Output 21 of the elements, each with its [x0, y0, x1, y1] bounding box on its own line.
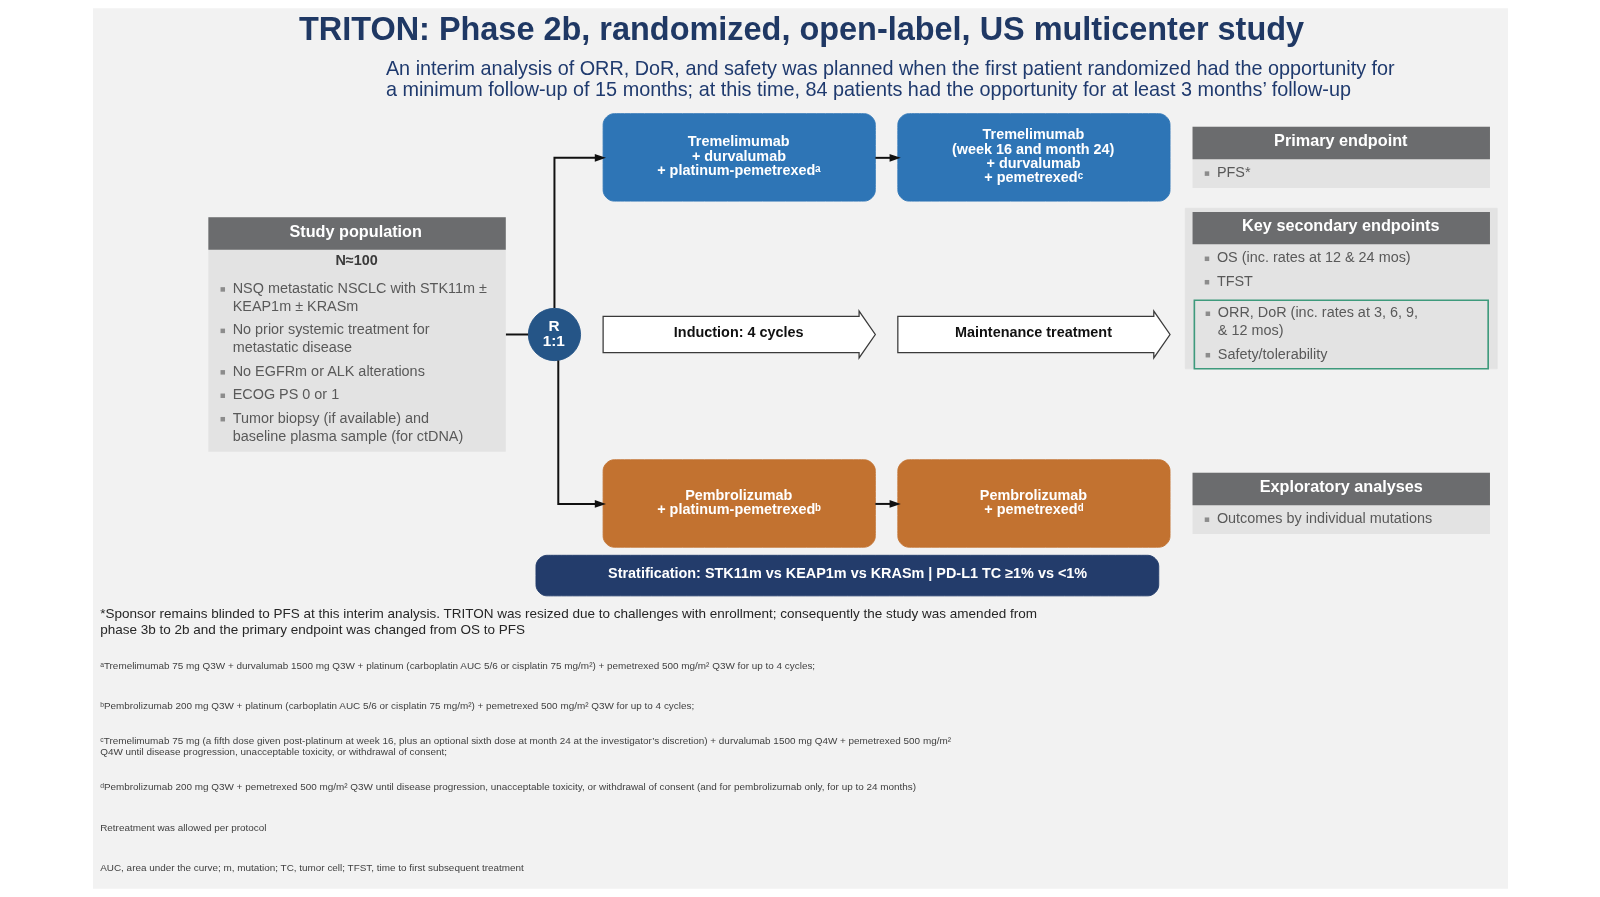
node-box: ORR, DoR (inc. rates at 3, 6, 9, & 12 mos) Safety/tolerability	[1193, 299, 1489, 370]
label: Retreatment was allowed per protocol	[99, 821, 267, 833]
label: ᵃTremelimumab 75 mg Q3W + durvalumab 1500 mg Q3W + platinum (carboplatin AUC 5/6 or cisplatin 75 mg/m²) + pemetrexed 500 mg/m² Q3W for up to 4 cycles;	[99, 659, 815, 671]
label: ᵇPembrolizumab 200 mg Q3W + platinum (carboplatin AUC 5/6 or cisplatin 75 mg/m²) + pemetrexed 500 mg/m² Q3W for up to 4 cycles;	[99, 700, 694, 712]
label: An interim analysis of ORR, DoR, and safety was planned when the first patient randomized had the opportunity for a minimum follow-up of 15 months; at this time, 84 patients had the opportunity for at least 3 months’ follow-up	[385, 56, 1395, 101]
node-box: Tremelimumab (week 16 and month 24) + durvalumab + pemetrexedᶜ	[896, 113, 1170, 202]
arrow	[873, 500, 901, 508]
label: *Sponsor remains blinded to PFS at this interim analysis. TRITON was resized due to challenges with enrollment; consequently the study was amended from phase 3b to 2b and the primary endpoint was changed from OS to PFS	[99, 606, 1037, 637]
diagram-title: TRITON: Phase 2b, randomized, open-label, US multicenter study	[298, 11, 1304, 48]
node-box: Pembrolizumab + platinum-pemetrexedᵇ	[602, 459, 876, 548]
node-box: Pembrolizumab + pemetrexedᵈ	[896, 459, 1170, 548]
node-box: Stratification: STK11m vs KEAP1m vs KRASm | PD-L1 TC ≥1% vs <1%	[535, 554, 1159, 597]
node-box: Tremelimumab + durvalumab + platinum-pemetrexedᵃ	[602, 113, 876, 202]
arrow	[552, 153, 606, 310]
label: AUC, area under the curve; m, mutation; TC, tumor cell; TFST, time to first subsequent treatment	[99, 862, 524, 874]
arrow	[873, 153, 901, 162]
arrow	[556, 359, 606, 508]
connector	[504, 333, 529, 336]
label: ᶜTremelimumab 75 mg (a fifth dose given post-platinum at week 16, plus an optional sixth dose at month 24 at the investigator’s discretion) + durvalumab 1500 mg Q4W + pemetrexed 500 mg/m² Q4W until disease progression, unacceptable toxicity, or withdrawal of consent;	[99, 735, 951, 758]
label: ᵈPembrolizumab 200 mg Q3W + pemetrexed 500 mg/m² Q3W until disease progression, unacceptable toxicity, or withdrawal of consent (and for pembrolizumab only, for up to 24 months)	[99, 781, 916, 793]
node-circle: R 1:1	[527, 307, 581, 362]
